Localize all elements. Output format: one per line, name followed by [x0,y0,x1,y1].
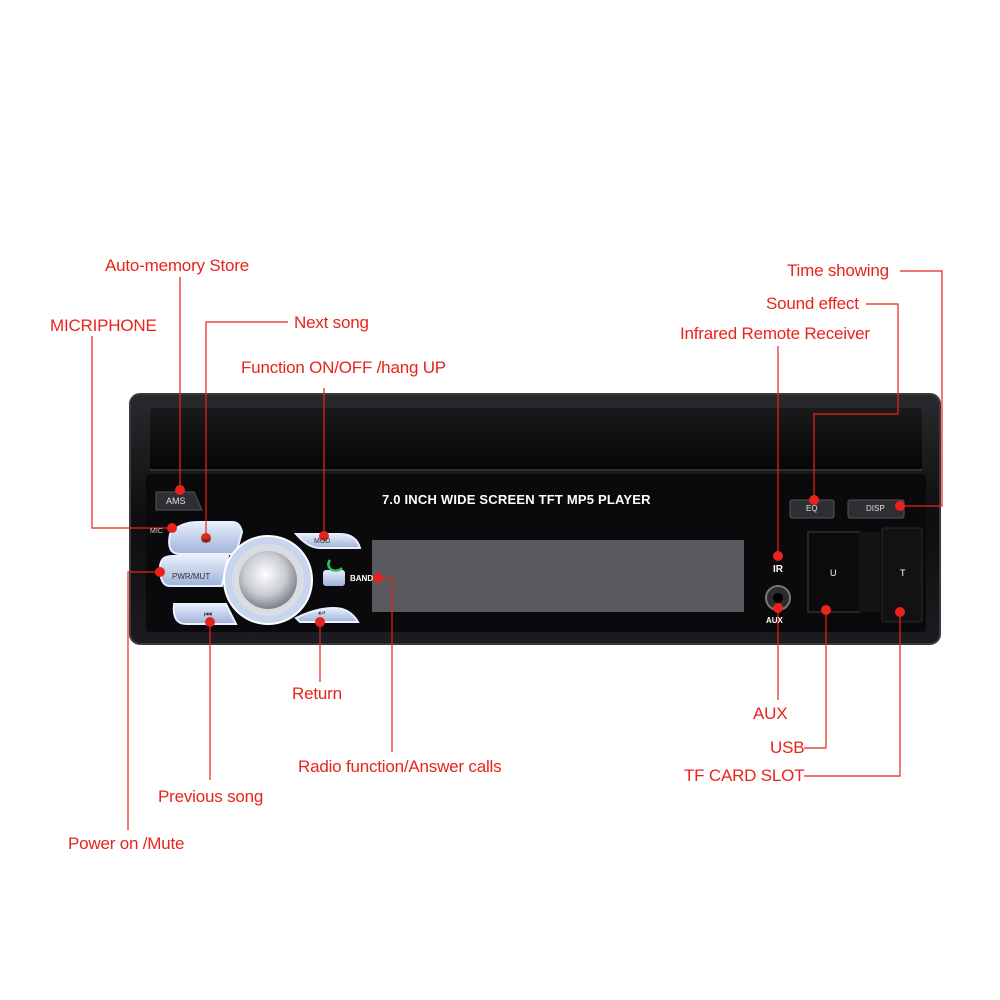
band-button[interactable] [323,570,345,586]
usb-port[interactable] [807,531,861,613]
mod-button[interactable] [293,533,362,549]
callout-function: Function ON/OFF /hang UP [241,358,446,377]
callout-sound: Sound effect [766,294,859,313]
mod-label: MOD [314,538,331,545]
callout-power: Power on /Mute [68,834,185,853]
previous-button[interactable] [172,603,238,625]
callout-previous: Previous song [158,787,264,806]
return-button[interactable] [294,606,360,623]
callout-radio: Radio function/Answer calls [298,757,502,776]
phone-icon [327,559,343,572]
tf-port-label: T [900,568,906,578]
ams-label: AMS [166,496,186,506]
top-flap [150,408,922,470]
back-label: ↩ [318,608,326,618]
callout-infrared: Infrared Remote Receiver [680,324,870,343]
model-label: 7.0 INCH WIDE SCREEN TFT MP5 PLAYER [382,492,651,507]
eq-label: EQ [806,504,818,513]
callout-microphone: MICRIPHONE [50,316,157,335]
tf-card-slot[interactable] [881,527,923,623]
band-label: BAND [350,574,374,583]
pwr-label: PWR/MUT [172,572,211,581]
callout-next-song: Next song [294,313,369,332]
volume-knob[interactable] [239,551,297,609]
disp-label: DISP [866,504,885,513]
callout-tf: TF CARD SLOT [684,766,805,785]
aux-port-label: AUX [766,616,783,625]
callout-usb: USB [770,738,805,757]
prev-label: ⏮ [204,609,213,619]
callout-aux: AUX [753,704,788,723]
mic-label: MIC [150,528,163,535]
tft-screen [372,540,744,612]
next-label: ⏭ [202,535,211,545]
callout-dots [155,485,905,627]
ir-label: IR [773,564,783,575]
pwr-mut-button[interactable] [158,555,230,587]
callout-return: Return [292,684,342,703]
leader-lines [91,270,943,830]
callout-time: Time showing [787,261,889,280]
callout-auto-memory: Auto-memory Store [105,256,249,275]
usb-port-label: U [830,568,837,578]
